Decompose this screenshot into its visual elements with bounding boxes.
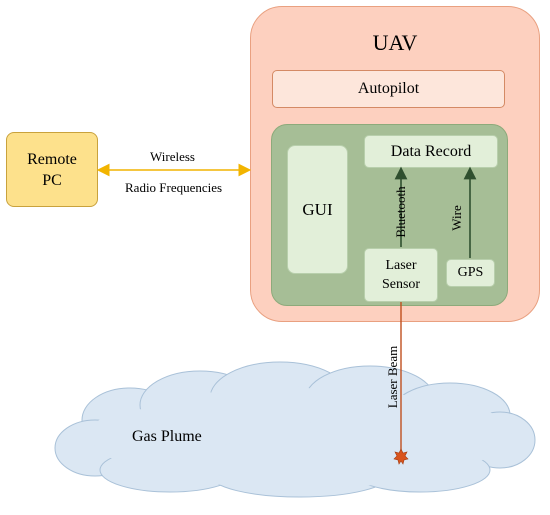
gps-box: GPS: [446, 259, 495, 287]
laser-beam-label: Laser Beam: [385, 345, 400, 409]
data-record-box: Data Record: [364, 135, 498, 168]
wireless-label: Wireless: [150, 149, 195, 164]
laser-sensor-box: Laser Sensor: [364, 248, 438, 302]
gui-label: GUI: [302, 199, 333, 219]
uav-title: UAV: [372, 30, 418, 55]
laser-sensor-label-line1: Laser: [385, 258, 417, 273]
wire-label: Wire: [449, 205, 464, 231]
data-record-label: Data Record: [390, 142, 472, 160]
remote-pc-box: Remote PC: [6, 132, 98, 207]
gui-box: GUI: [287, 145, 348, 274]
laser-sensor-label-line2: Sensor: [381, 277, 421, 292]
autopilot-box: Autopilot: [272, 70, 505, 108]
gas-plume-label: Gas Plume: [132, 428, 202, 445]
remote-pc-label-line2: PC: [42, 171, 62, 189]
gps-label: GPS: [457, 265, 484, 280]
bluetooth-label: Bluetooth: [393, 186, 408, 238]
remote-pc-label-line1: Remote: [27, 150, 77, 168]
autopilot-label: Autopilot: [357, 80, 420, 97]
radio-frequencies-label: Radio Frequencies: [125, 180, 223, 195]
